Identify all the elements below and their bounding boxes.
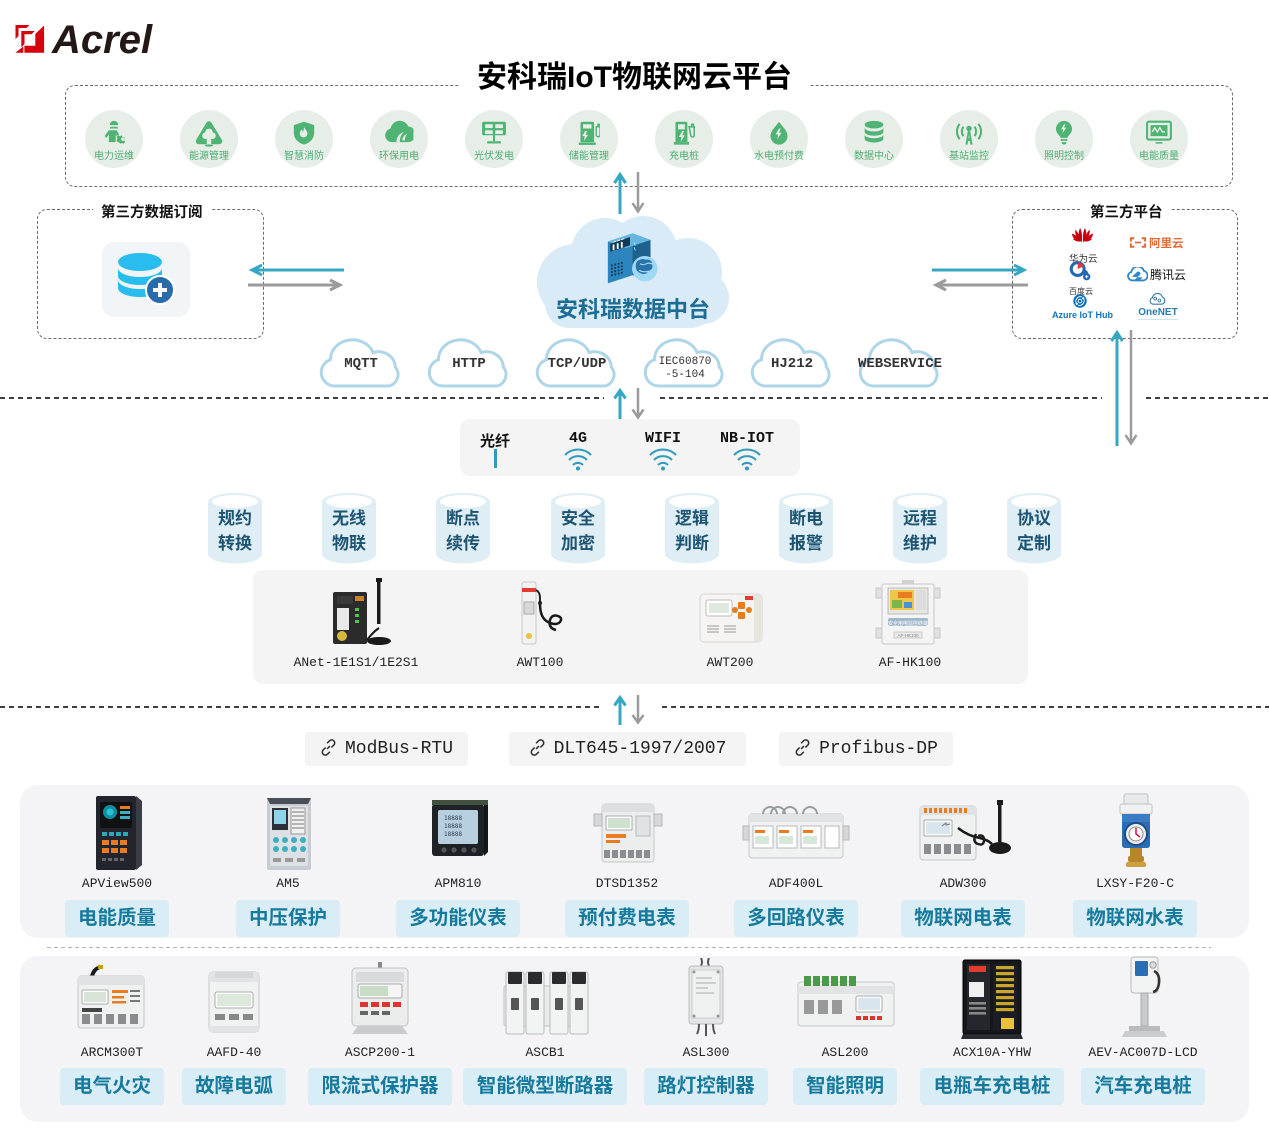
svg-text:安全用电监控终端: 安全用电监控终端 — [888, 620, 928, 627]
svg-text:18888: 18888 — [444, 831, 462, 838]
svg-text:18888: 18888 — [444, 823, 462, 830]
svg-text:18888: 18888 — [444, 815, 462, 822]
svg-text:AF-HK100: AF-HK100 — [897, 633, 919, 638]
